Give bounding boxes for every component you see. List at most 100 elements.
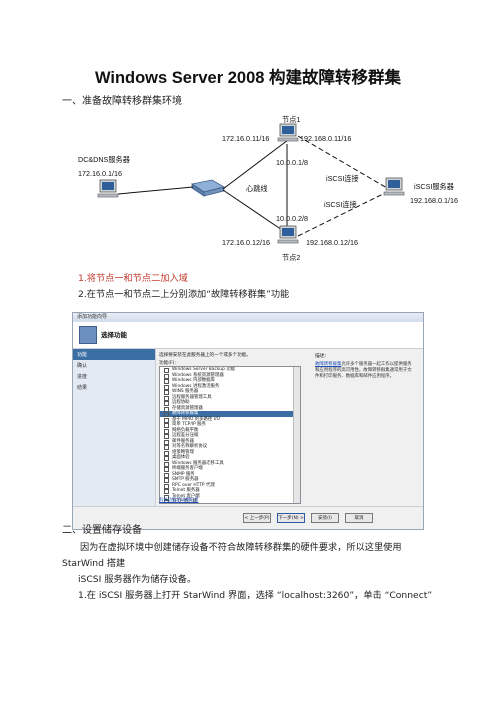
feature-checkbox[interactable] — [164, 423, 170, 429]
feature-label: 远程协助 — [172, 400, 190, 405]
feature-checkbox[interactable] — [164, 390, 170, 396]
feature-list-item[interactable]: TFTP 客户端 — [160, 499, 300, 503]
iscsi-link-1 — [297, 135, 388, 189]
feature-list-item[interactable]: 桌面体验 — [160, 455, 300, 462]
paragraph-2: iSCSI 服务器作为储存设备。 — [78, 574, 197, 585]
feature-label: Telnet 客户端 — [172, 493, 200, 499]
paragraph-1: 因为在虚拟环境中创建储存设备不符合故障转移群集的硬件要求，所以这里使用 Star… — [62, 542, 402, 569]
feature-checkbox[interactable] — [164, 368, 170, 374]
feature-list-item[interactable]: SNMP 服务 — [160, 472, 300, 478]
feature-list-item[interactable]: 远程差分压缩 — [160, 433, 300, 440]
feature-list-item[interactable]: Telnet 客户端 — [160, 494, 300, 500]
feature-label: 基于 MPIO 的多路径 I/O — [172, 416, 220, 422]
link-switch-node2 — [222, 189, 289, 235]
iscsi-connection-label-1: iSCSI连接 — [326, 174, 359, 183]
wizard-nav-item[interactable]: 功能 — [73, 349, 155, 360]
wizard-nav-item[interactable]: 结果 — [77, 385, 88, 391]
feature-label: 终端服务客户端 — [172, 466, 203, 471]
feature-label: SMTP 服务器 — [172, 477, 199, 482]
switch-icon — [190, 179, 226, 197]
feature-checkbox[interactable] — [164, 467, 170, 473]
dc-computer-icon — [97, 179, 119, 198]
features-label: 功能(F): — [159, 361, 176, 366]
feature-list-item[interactable]: 组策略管理 — [160, 450, 300, 456]
feature-label: 组策略管理 — [172, 449, 194, 455]
feature-list-item[interactable]: 故障转移群集 — [160, 411, 300, 418]
feature-list-item[interactable]: 终端服务客户端 — [160, 466, 300, 473]
feature-list-item[interactable]: RPC over HTTP 代理 — [160, 483, 300, 489]
dialog-heading: 选择功能 — [101, 331, 127, 339]
feature-list-item[interactable]: 邮件服务器 — [160, 439, 300, 445]
feature-checkbox[interactable] — [164, 428, 170, 434]
feature-checkbox[interactable] — [164, 384, 170, 390]
description-body: 允许多个服务器一起工作以提供服务和应用程序的高可用性。故障转移群集通常用于文件和… — [315, 362, 412, 379]
feature-label: SNMP 服务 — [172, 471, 195, 477]
dialog-header: 选择功能 — [73, 322, 423, 349]
feature-label: 远程差分压缩 — [172, 433, 199, 438]
features-scrollbar[interactable] — [293, 367, 300, 503]
feature-list-item[interactable]: 基于 MPIO 的多路径 I/O — [160, 417, 300, 423]
node1-computer-icon — [277, 123, 299, 142]
feature-list-item[interactable]: Windows Server Backup 功能 — [160, 367, 300, 374]
link-dc-switch — [117, 186, 194, 195]
feature-checkbox[interactable] — [164, 417, 170, 423]
feature-list-item[interactable]: WINS 服务器 — [160, 389, 300, 396]
node2-label: 节点2 — [282, 253, 301, 262]
feature-checkbox[interactable] — [164, 395, 170, 401]
iscsi-link-2 — [297, 191, 388, 237]
feature-list-item[interactable]: 远程服务器管理工具 — [160, 395, 300, 401]
feature-checkbox[interactable] — [164, 489, 170, 495]
feature-checkbox[interactable] — [164, 379, 170, 385]
cancel-button[interactable]: 取消 — [345, 513, 373, 523]
feature-list-item[interactable]: Windows 服务器迁移工具 — [160, 461, 300, 467]
feature-list-item[interactable]: 简单 TCP/IP 服务 — [160, 422, 300, 429]
more-info-link[interactable]: 有关功能的详细信息 — [159, 498, 199, 503]
node2-right-ip: 192.168.0.12/16 — [306, 238, 358, 247]
feature-checkbox[interactable] — [164, 472, 170, 478]
feature-list-item[interactable]: Windows 系统资源管理器 — [160, 373, 300, 379]
feature-checkbox[interactable] — [164, 500, 170, 503]
feature-list-item[interactable]: 对等名称解析协议 — [160, 444, 300, 451]
feature-checkbox[interactable] — [164, 373, 170, 379]
feature-list-item[interactable]: SMTP 服务器 — [160, 477, 300, 484]
feature-checkbox[interactable] — [164, 478, 170, 484]
feature-checkbox[interactable] — [164, 439, 170, 445]
feature-checkbox[interactable] — [164, 412, 170, 418]
wizard-nav-item[interactable]: 确认 — [77, 363, 88, 369]
feature-label: 对等名称解析协议 — [172, 444, 208, 449]
install-button[interactable]: 安装(I) — [311, 513, 339, 523]
wizard-nav-item[interactable]: 进度 — [77, 374, 88, 380]
next-button[interactable]: 下一步(N) > — [277, 513, 305, 523]
feature-label: Windows 进程激活服务 — [172, 383, 220, 389]
feature-label: 网络负载平衡 — [172, 427, 199, 433]
feature-label: 简单 TCP/IP 服务 — [172, 422, 206, 427]
description-link[interactable]: 故障转移群集 — [315, 362, 342, 367]
dialog-title-bar: 添加功能向导 — [73, 313, 423, 322]
feature-checkbox[interactable] — [164, 461, 170, 467]
feature-checkbox[interactable] — [164, 445, 170, 451]
feature-list-item[interactable]: Windows 进程激活服务 — [160, 384, 300, 390]
feature-label: Windows Server Backup 功能 — [172, 367, 236, 372]
feature-checkbox[interactable] — [164, 401, 170, 407]
feature-list-item[interactable]: 网络负载平衡 — [160, 428, 300, 434]
network-diagram — [97, 123, 405, 244]
feature-checkbox[interactable] — [164, 456, 170, 462]
features-panel: 选择要安装在此服务器上的一个或多个功能。 功能(F): Windows Serv… — [159, 352, 309, 507]
feature-list-item[interactable]: Windows 内部数据库 — [160, 378, 300, 385]
feature-checkbox[interactable] — [164, 450, 170, 456]
heartbeat-label: 心跳线 — [246, 184, 268, 193]
feature-list-item[interactable]: Telnet 服务器 — [160, 488, 300, 495]
iscsi-server-label: iSCSI服务器 — [414, 182, 454, 191]
node1-label: 节点1 — [282, 115, 301, 124]
node2-left-ip: 172.16.0.12/16 — [222, 238, 270, 247]
dialog-footer: < 上一步(P) 下一步(N) > 安装(I) 取消 — [73, 506, 423, 529]
feature-checkbox[interactable] — [164, 494, 170, 500]
previous-button[interactable]: < 上一步(P) — [243, 513, 271, 523]
section-heading-1: 一、准备故障转移群集环境 — [62, 96, 182, 107]
dc-label: DC&DNS服务器 — [78, 155, 130, 164]
feature-list-item[interactable]: 远程协助 — [160, 400, 300, 407]
feature-checkbox[interactable] — [164, 434, 170, 440]
feature-checkbox[interactable] — [164, 483, 170, 489]
feature-label: Windows 内部数据库 — [172, 378, 215, 383]
